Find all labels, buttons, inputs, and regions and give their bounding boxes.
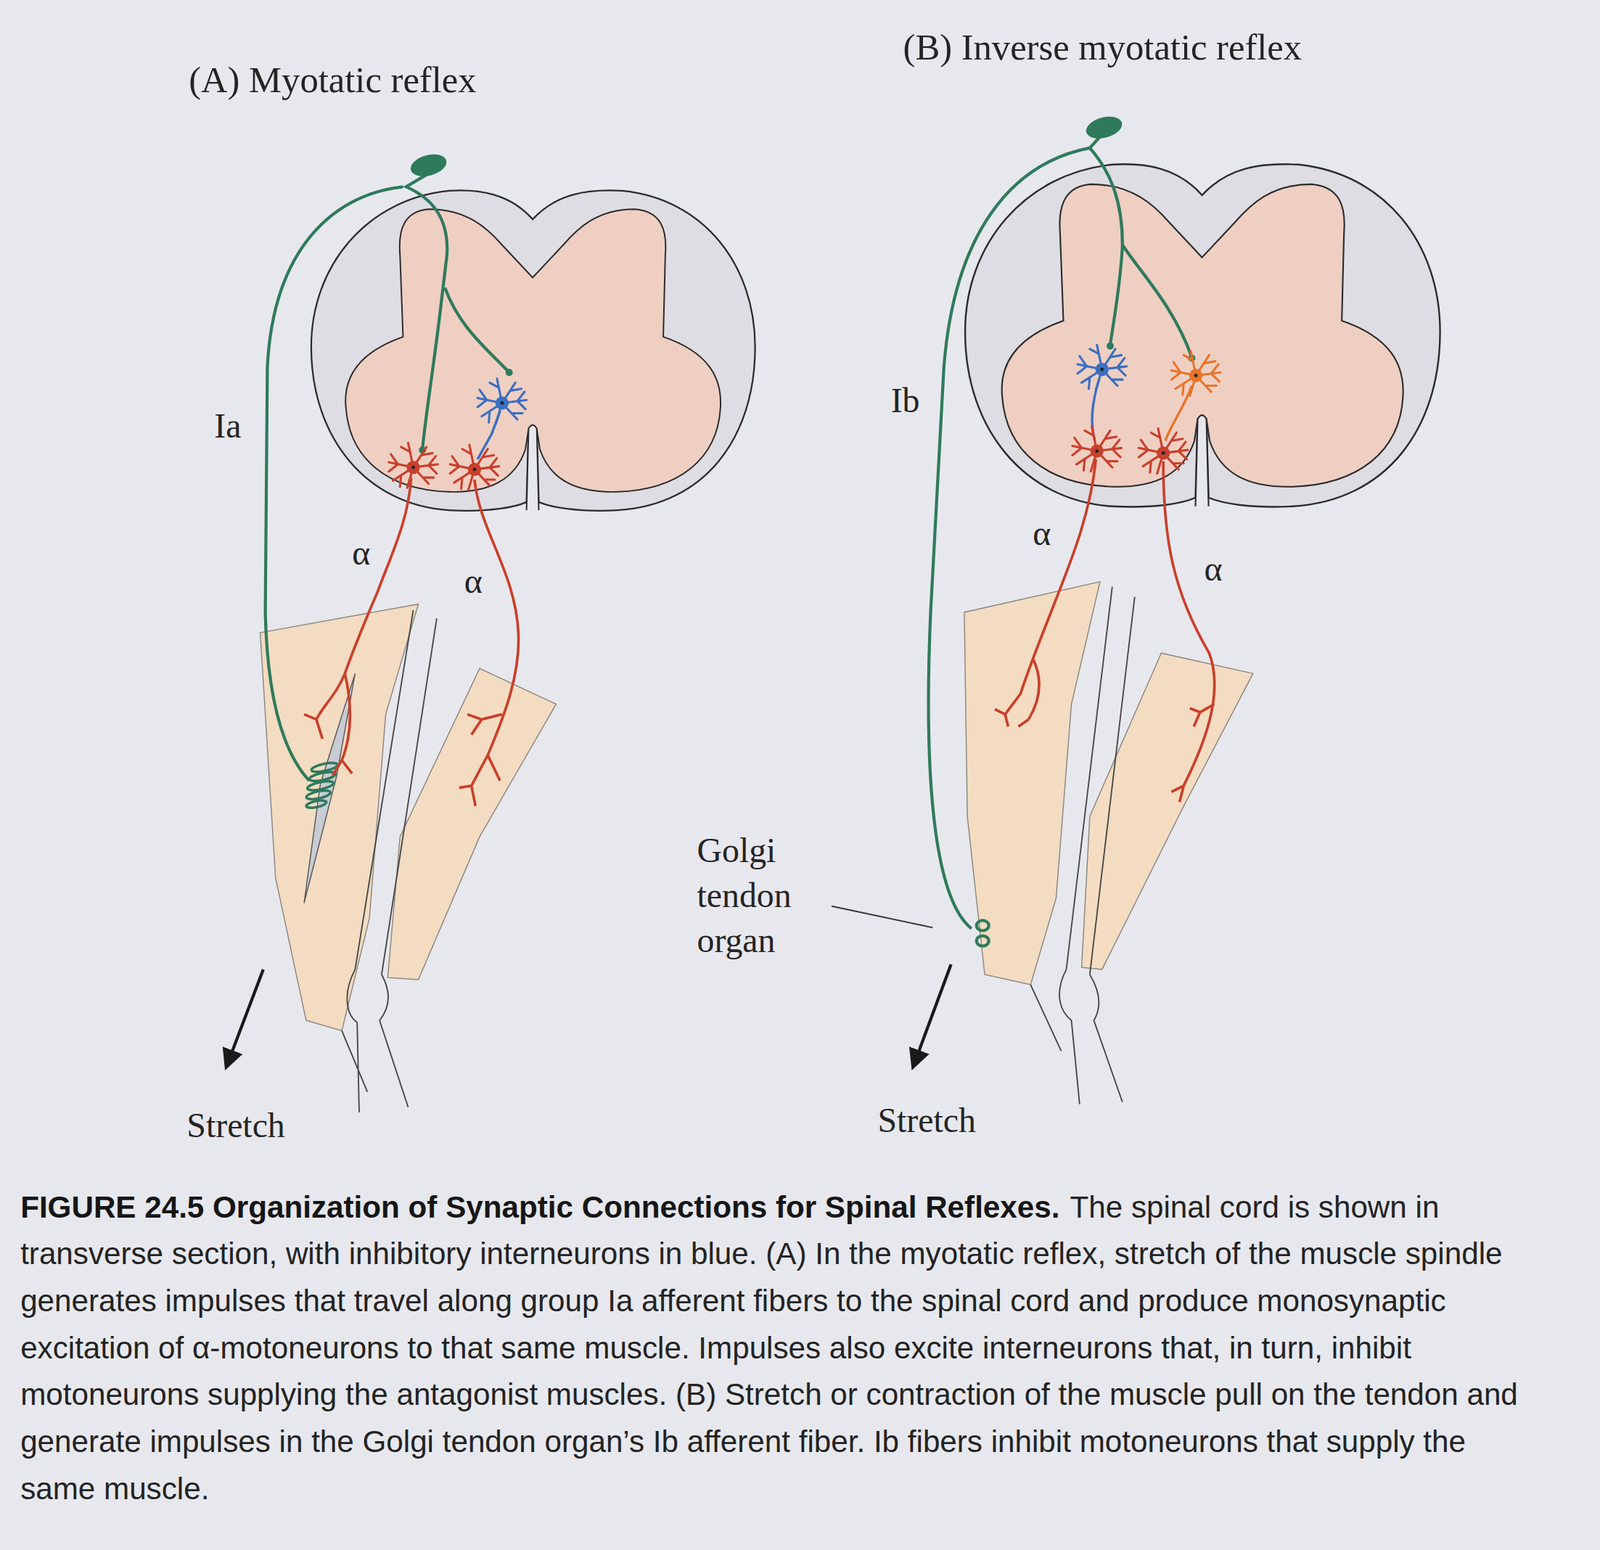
dorsal-root-ganglion-cell [1083,113,1124,143]
golgi-tendon-organ [976,920,990,946]
inhibitory-interneuron [477,378,527,424]
muscle [964,581,1101,985]
synaptic-terminal [1106,342,1114,350]
alpha-motoneuron [388,442,439,488]
circuit-b [928,113,1221,929]
muscle-spindle [304,673,355,903]
greek-label: α [351,532,371,574]
ib-central-branch [1089,134,1193,358]
fiber-label: Ib [891,380,921,422]
interneuron-axon [1165,386,1193,442]
alpha-motor-axon [1163,461,1215,803]
synaptic-terminal [505,368,514,376]
alpha-motor-axon [994,459,1096,727]
stretch-label: Stretch [186,1105,285,1146]
greek-label: α [1032,513,1051,554]
circuit-a [265,150,527,807]
alpha-motoneuron [449,444,500,490]
panel-title: (A) Myotatic reflex [188,59,477,101]
panel-title: (B) Inverse myotatic reflex [903,26,1303,68]
alpha-motor-axon [459,479,519,807]
spindle-coil [305,761,339,810]
limb-a [226,604,556,1113]
greek-label: α [464,560,483,602]
dorsal-root-ganglion-cell [408,150,450,180]
bone [1066,587,1135,975]
spinal-cord [311,190,756,511]
inhibitory-interneuron [1077,344,1127,390]
alpha-motor-axon [304,477,412,776]
bone [341,969,408,1113]
fiber-label: Ia [214,406,241,447]
caption-title: FIGURE 24.5 Organization of Synaptic Con… [20,1190,1060,1224]
limb-b [831,581,1254,1105]
ia-central-branch [406,173,509,450]
ib-afferent [928,148,1090,929]
alpha-motoneuron [1138,428,1188,474]
alpha-motoneuron [1072,426,1122,472]
stretch-arrow [913,964,952,1067]
excitatory-interneuron [1171,351,1221,397]
muscle [1081,653,1254,970]
spinal-cord [965,163,1441,507]
bone [1030,969,1123,1105]
caption-text: The spinal cord is shown in transverse s… [20,1190,1519,1506]
greek-label: α [1203,549,1222,590]
bone [354,610,437,975]
figure-caption: FIGURE 24.5 Organization of Synaptic Con… [20,1183,1541,1513]
stretch-arrow [226,969,264,1067]
leader-line [831,906,933,929]
structure-label: Golgi tendon organ [696,828,830,964]
stretch-label: Stretch [877,1100,976,1141]
